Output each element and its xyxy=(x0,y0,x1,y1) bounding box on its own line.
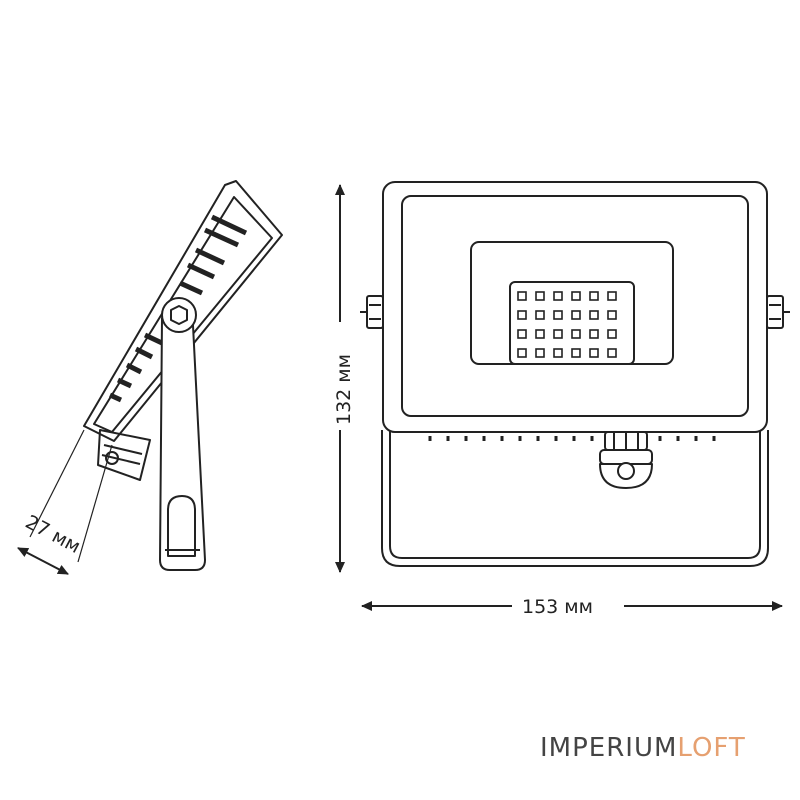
depth-extension-2 xyxy=(77,444,113,563)
led-chip xyxy=(517,310,527,320)
led-chip xyxy=(517,348,527,358)
width-label: 153 мм xyxy=(522,596,593,618)
led-chip xyxy=(571,329,581,339)
led-chip xyxy=(589,291,599,301)
front-view xyxy=(360,181,790,567)
front-housing xyxy=(382,181,768,433)
led-chip xyxy=(589,329,599,339)
depth-arrow xyxy=(17,547,69,575)
left-bolt xyxy=(360,295,384,329)
led-chip xyxy=(571,310,581,320)
led-chip xyxy=(571,291,581,301)
cooling-fins xyxy=(108,214,248,403)
led-chip xyxy=(553,348,563,358)
led-array xyxy=(517,291,617,358)
led-chip xyxy=(607,348,617,358)
brand-name-part2: LOFT xyxy=(677,733,746,763)
led-chip xyxy=(607,329,617,339)
led-chip xyxy=(535,348,545,358)
led-chip xyxy=(517,329,527,339)
pivot-bolt xyxy=(161,297,197,333)
led-chip xyxy=(571,348,581,358)
led-chip xyxy=(589,348,599,358)
bottom-fins xyxy=(428,436,716,441)
depth-dimension xyxy=(17,429,113,575)
right-bolt xyxy=(766,295,790,329)
hex-nut xyxy=(170,305,188,325)
led-chip xyxy=(553,291,563,301)
height-label: 132 мм xyxy=(333,354,355,425)
side-cable-gland xyxy=(97,429,151,481)
led-chip xyxy=(553,310,563,320)
side-housing xyxy=(83,180,283,442)
led-chip xyxy=(553,329,563,339)
led-chip xyxy=(535,291,545,301)
brand-logo: IMPERIUMLOFT xyxy=(540,733,746,763)
front-cable-gland xyxy=(599,431,653,489)
brand-name-part1: IMPERIUM xyxy=(540,733,678,763)
front-glass xyxy=(401,195,749,417)
side-bracket-slot xyxy=(167,495,196,557)
front-bracket xyxy=(381,430,769,567)
led-chip xyxy=(535,310,545,320)
side-view xyxy=(83,180,283,571)
side-bracket-arm xyxy=(159,305,206,571)
led-chip xyxy=(607,310,617,320)
led-chip xyxy=(517,291,527,301)
led-chip xyxy=(589,310,599,320)
led-board xyxy=(509,281,635,365)
led-chip xyxy=(535,329,545,339)
led-chip xyxy=(607,291,617,301)
depth-extension-1 xyxy=(29,429,85,538)
depth-label: 27 мм xyxy=(22,511,84,558)
